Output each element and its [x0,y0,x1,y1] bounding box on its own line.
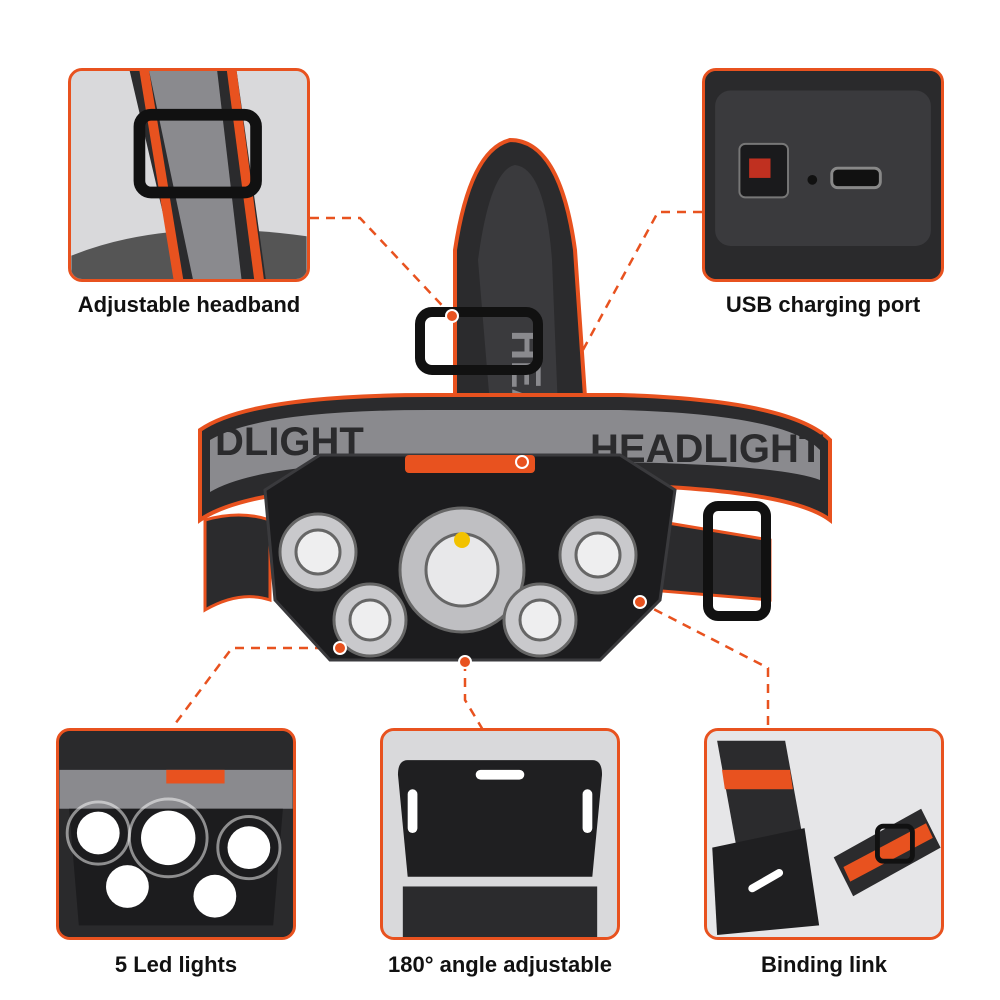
usb-port-closeup-image [705,71,941,279]
detail-panel-binding [704,728,944,940]
feature-label-binding: Binding link [761,952,887,977]
feature-label-headband: Adjustable headband [77,292,301,317]
headband-closeup-image [71,71,307,279]
feature-label-usb: USB charging port [725,292,921,317]
detail-panel-angle [380,728,620,940]
feature-label-leds: 5 Led lights [114,952,238,977]
detail-panel-usb [702,68,944,282]
led-lights-closeup-image [59,731,293,937]
feature-label-angle: 180° angle adjustable [388,952,612,977]
detail-panel-leds [56,728,296,940]
callout-dot-angle [458,655,472,669]
binding-link-closeup-image [707,731,941,937]
callout-dot-usb [515,455,529,469]
callout-dot-headband [445,309,459,323]
angle-bracket-closeup-image [383,731,617,937]
callout-dot-binding [633,595,647,609]
detail-panel-headband [68,68,310,282]
callout-dot-leds [333,641,347,655]
